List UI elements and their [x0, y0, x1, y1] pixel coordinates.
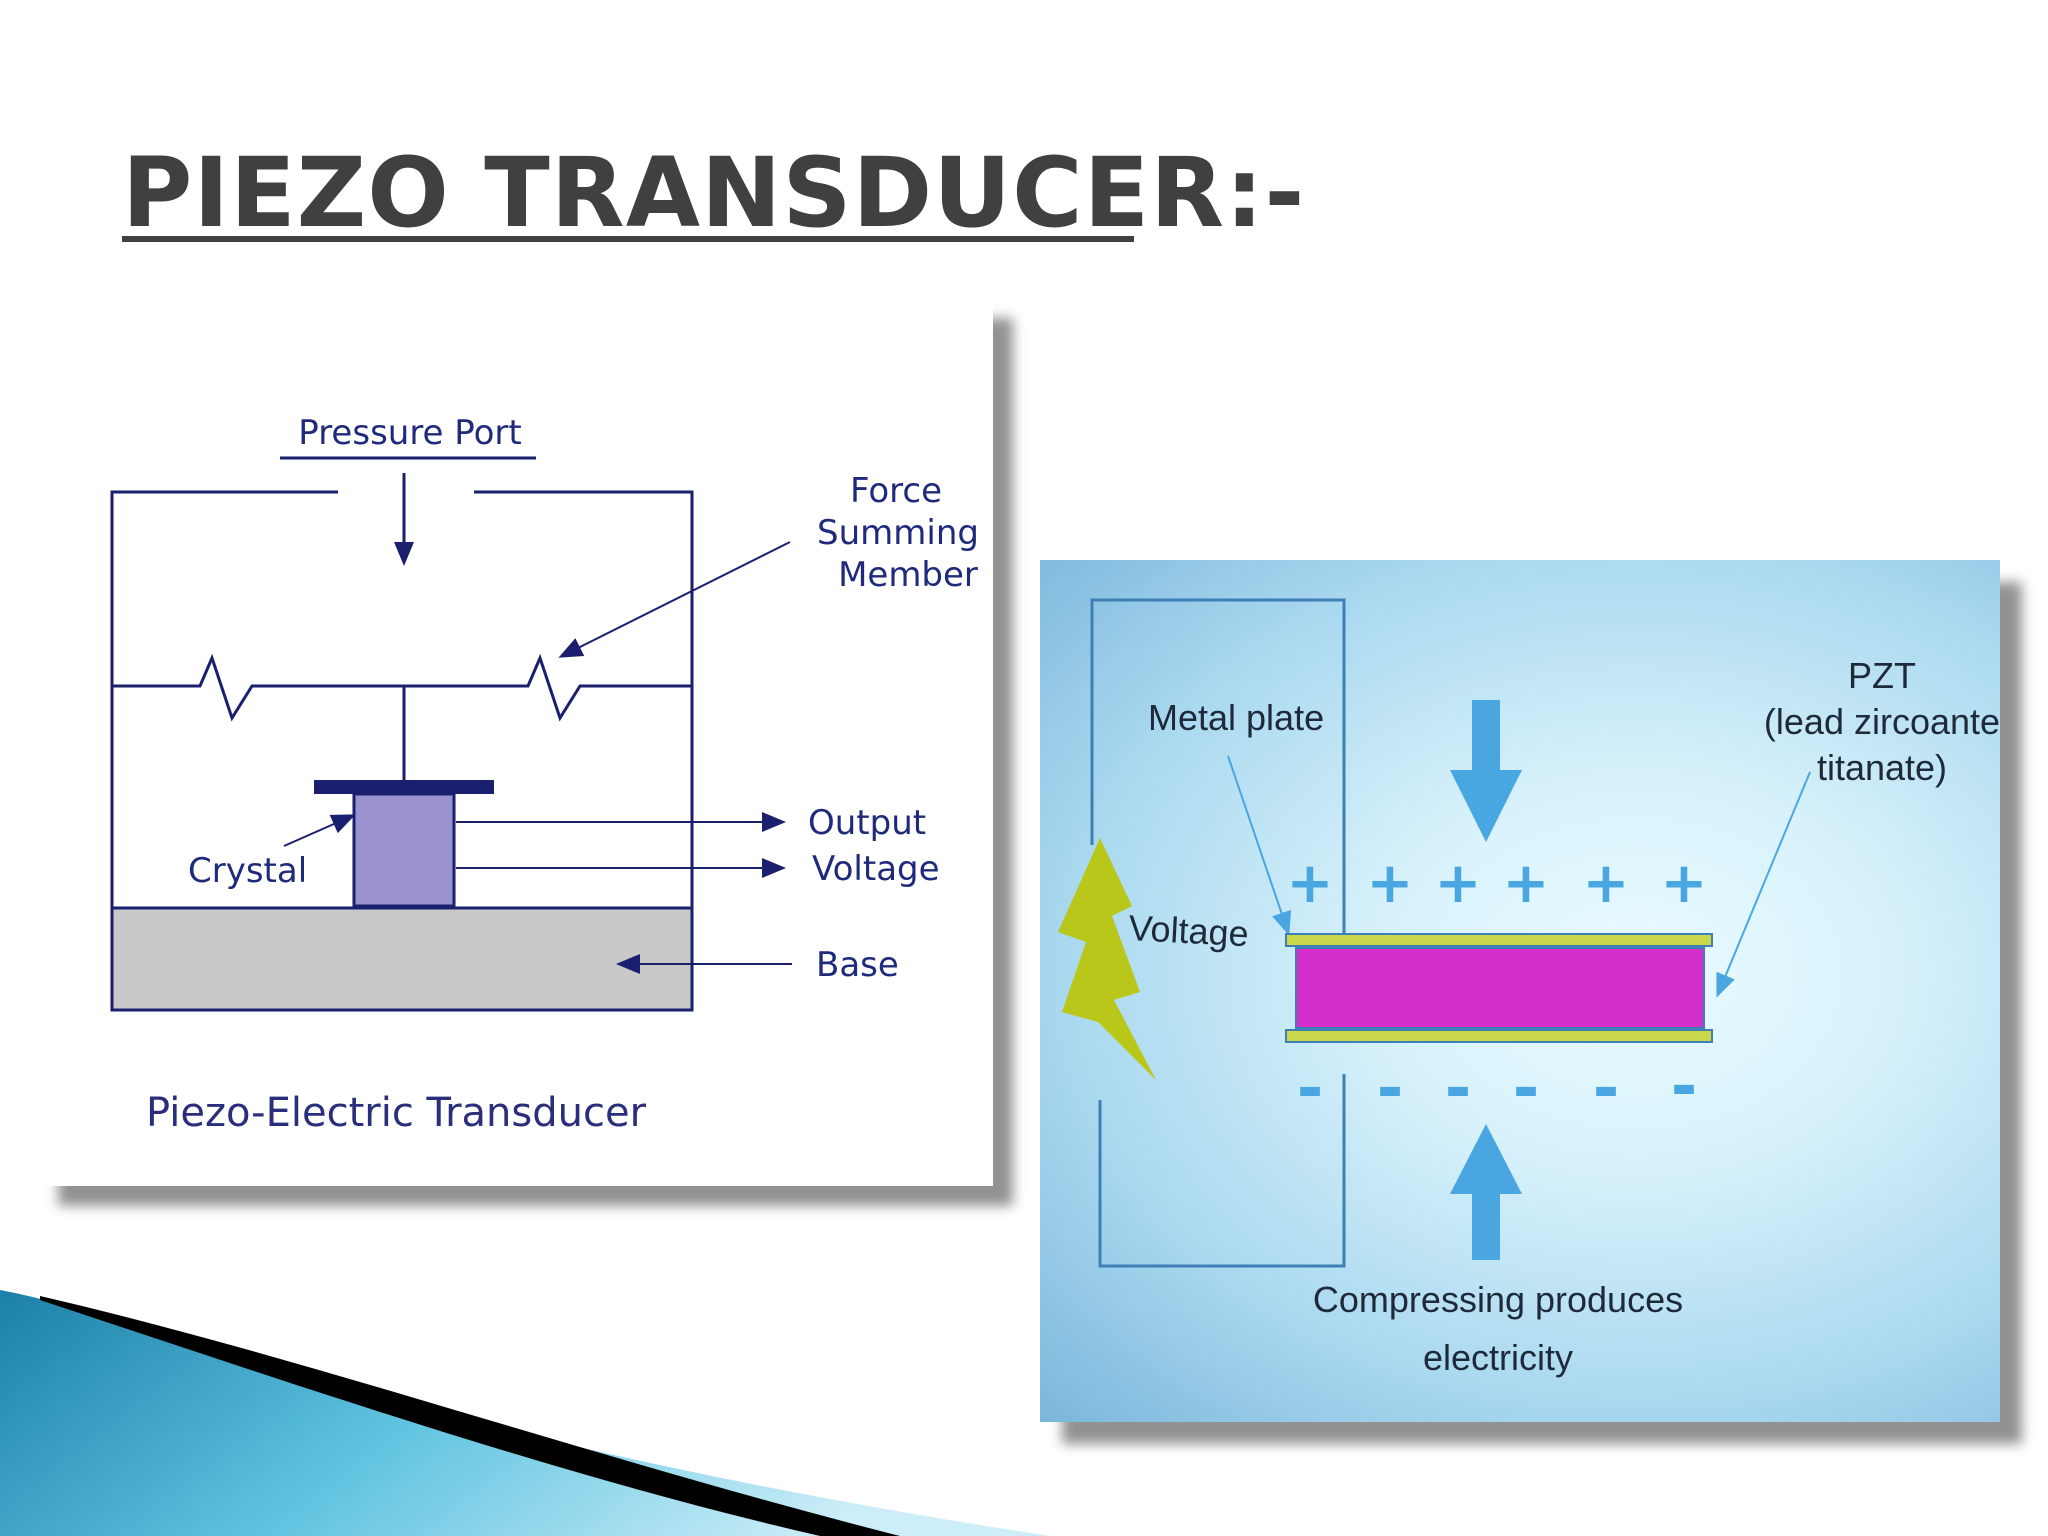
crystal-block	[352, 792, 456, 908]
pzt-pointer	[1716, 771, 1811, 998]
swoosh-black	[40, 1296, 900, 1536]
minus-sign-5: -	[1593, 1052, 1620, 1126]
plus-sign-1: +	[1287, 851, 1334, 916]
minus-sign-3: -	[1445, 1052, 1472, 1126]
crystal-label: Crystal	[188, 851, 307, 891]
compression-arrow-bottom	[1450, 1124, 1522, 1260]
decorative-swoosh	[0, 1290, 1050, 1536]
base-block	[110, 906, 694, 1012]
force-label-line1: Force	[850, 471, 942, 511]
force-pointer-arrow	[558, 541, 791, 658]
compress-label-line1: Compressing produces	[1313, 1279, 1683, 1320]
compression-arrow-top	[1450, 700, 1522, 842]
piezo-electric-transducer-diagram: Pressure Port Force Summing Member Cryst…	[38, 298, 993, 1186]
pzt-label-line2: (lead zircoante	[1764, 701, 2000, 742]
minus-sign-4: -	[1513, 1052, 1540, 1126]
pzt-element	[1295, 947, 1705, 1029]
base-label: Base	[816, 945, 899, 985]
pzt-label-line1: PZT	[1848, 655, 1916, 696]
right-diagram-svg: Voltage Metal plate PZT (lead zircoante …	[1058, 598, 2000, 1378]
voltage-bolt-icon	[1058, 838, 1156, 1080]
minus-sign-6: -	[1671, 1050, 1698, 1124]
metal-plate-pointer	[1227, 755, 1292, 936]
voltage-label: Voltage	[812, 849, 940, 889]
circuit-wire-top	[1090, 598, 1346, 942]
crystal-pointer-arrow	[283, 814, 356, 847]
pzt-label-line3: titanate)	[1817, 747, 1947, 788]
minus-sign-1: -	[1297, 1052, 1324, 1126]
pressure-port-label: Pressure Port	[298, 413, 521, 453]
metal-plate-bottom	[1285, 1029, 1713, 1043]
left-diagram-caption: Piezo-Electric Transducer	[146, 1090, 647, 1136]
plus-sign-2: +	[1367, 851, 1414, 916]
circuit-wire-bottom	[1098, 1074, 1346, 1268]
plus-sign-3: +	[1435, 851, 1482, 916]
left-diagram-svg: Pressure Port Force Summing Member Cryst…	[110, 413, 979, 1136]
pressure-arrow-head	[394, 542, 414, 566]
force-summing-member	[112, 653, 692, 722]
plus-sign-5: +	[1583, 851, 1630, 916]
force-label-line2: Summing	[817, 513, 979, 553]
top-plate	[314, 780, 494, 794]
pzt-compression-diagram: Voltage Metal plate PZT (lead zircoante …	[1040, 560, 2000, 1422]
plus-sign-6: +	[1661, 851, 1708, 916]
metal-plate-top	[1285, 933, 1713, 947]
compress-label-line2: electricity	[1423, 1337, 1573, 1378]
minus-sign-2: -	[1377, 1052, 1404, 1126]
title-underline	[122, 236, 1134, 242]
swoosh-blue	[0, 1290, 1050, 1536]
force-label-line3: Member	[838, 555, 978, 595]
voltage-label-right: Voltage	[1128, 907, 1250, 954]
slide-title: PIEZO TRANSDUCER:-	[122, 137, 1306, 249]
plus-sign-4: +	[1503, 851, 1550, 916]
output-label: Output	[808, 803, 926, 843]
metal-plate-label: Metal plate	[1148, 697, 1324, 738]
